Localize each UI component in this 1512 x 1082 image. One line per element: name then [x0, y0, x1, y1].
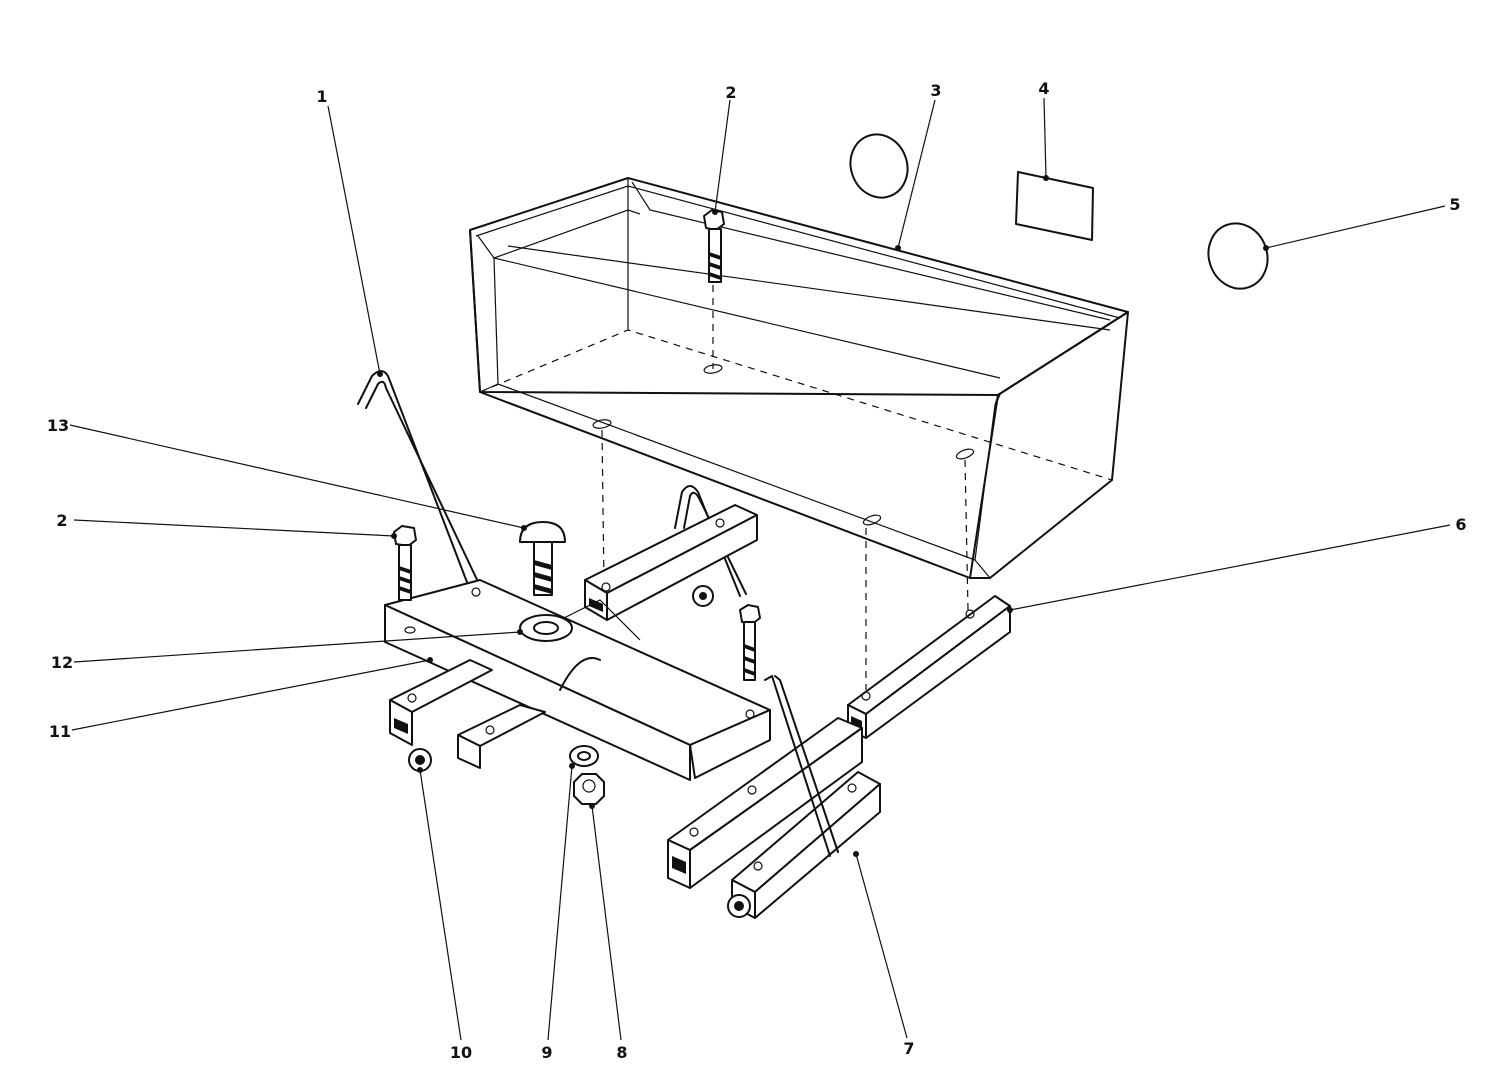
handle-rod-left: [357, 370, 481, 591]
leader-lines: [69, 97, 1451, 1041]
callout-7: 7: [903, 1039, 914, 1058]
box-tray: [469, 177, 1129, 690]
callout-2-upper: 2: [725, 83, 736, 102]
flat-washer: [519, 614, 573, 642]
callout-11: 11: [49, 722, 71, 741]
lower-rail-left: [389, 659, 493, 746]
callout-10: 10: [450, 1043, 472, 1062]
side-rail-right: [847, 595, 1011, 739]
handle-rod-front: [764, 675, 839, 857]
lock-washer: [569, 745, 599, 767]
callout-1: 1: [316, 87, 327, 106]
callout-5: 5: [1449, 195, 1460, 214]
channel-bracket: [731, 771, 881, 919]
callout-2-left: 2: [56, 511, 67, 530]
callout-labels: 1 2 2 3 4 5 6 7 8 9 10 11 12 13: [47, 79, 1467, 1062]
bolt-left: [393, 525, 417, 601]
reflector-decal-right: [1207, 222, 1269, 290]
callout-6: 6: [1455, 515, 1466, 534]
lower-channel-left: [457, 704, 546, 769]
bolt-center: [739, 604, 761, 681]
decal-plate: [1015, 171, 1094, 241]
reflector-decal-upper: [849, 133, 909, 199]
callout-13: 13: [47, 416, 69, 435]
callout-9: 9: [541, 1043, 552, 1062]
carriage-bolt: [519, 521, 566, 596]
mounting-bracket: [384, 579, 771, 781]
callout-3: 3: [930, 81, 941, 100]
keps-nut-rear: [692, 585, 714, 607]
callout-12: 12: [51, 653, 73, 672]
hex-nut: [573, 773, 605, 805]
handle-rod-rear: [674, 485, 747, 597]
lower-rail-front: [667, 717, 863, 889]
callout-8: 8: [616, 1043, 627, 1062]
keps-nut-front: [727, 894, 751, 918]
keps-nut-left: [408, 748, 432, 772]
callout-4: 4: [1038, 79, 1049, 98]
upper-bolt: [703, 209, 725, 283]
rear-rail-upper: [584, 504, 758, 621]
